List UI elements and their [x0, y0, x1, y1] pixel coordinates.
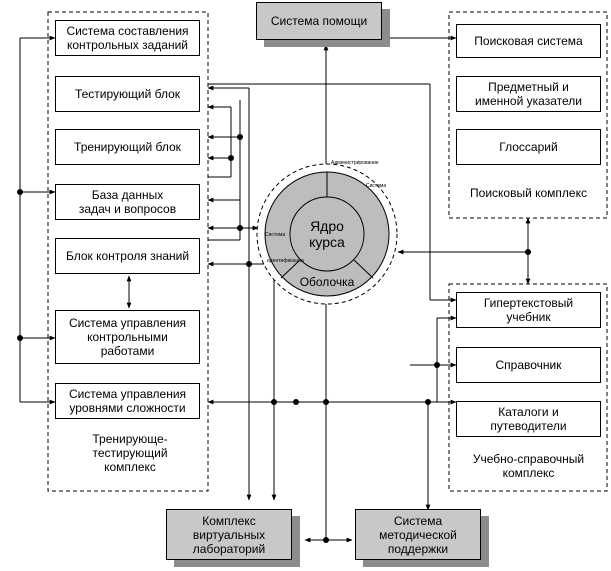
methodical-support-box: Система методической поддержки: [355, 509, 481, 560]
course-core-diagram: [256, 163, 398, 305]
handbook: Справочник: [456, 347, 601, 383]
sector-label-identification: идентификации: [267, 258, 304, 264]
task-database: База данных задач и вопросов: [55, 184, 200, 220]
glossary: Глоссарий: [456, 129, 601, 165]
testing-block: Тестирующий блок: [55, 76, 200, 112]
training-complex-caption: Тренирующе- тестирующий комплекс: [92, 432, 168, 474]
sector-label-system-1: Система: [366, 183, 387, 189]
sector-label-system-2: Система: [265, 232, 286, 238]
reference-complex-caption: Учебно-справочный комплекс: [472, 452, 585, 480]
course-core-title: Ядро курса: [309, 218, 345, 250]
difficulty-levels-system: Система управления уровнями сложности: [55, 383, 200, 419]
training-complex-frame: [47, 11, 209, 492]
training-block: Тренирующий блок: [55, 129, 200, 165]
help-system-box: Система помощи: [256, 2, 382, 40]
control-task-system: Система составления контрольных заданий: [55, 20, 200, 56]
subject-index: Предметный и именной указатели: [456, 76, 601, 112]
knowledge-control-block: Блок контроля знаний: [55, 238, 200, 274]
shell-label: Оболочка: [299, 275, 355, 289]
virtual-labs-box: Комплекс виртуальных лабораторий: [166, 509, 292, 560]
search-system: Поисковая система: [456, 24, 601, 58]
control-works-system: Система управления контрольными работами: [55, 310, 200, 364]
search-complex-caption: Поисковый комплекс: [470, 186, 587, 200]
hypertext-textbook: Гипертекстовый учебник: [456, 292, 601, 328]
catalogs-guides: Каталоги и путеводители: [456, 401, 601, 437]
sector-label-admin: Администрирование: [331, 160, 379, 166]
